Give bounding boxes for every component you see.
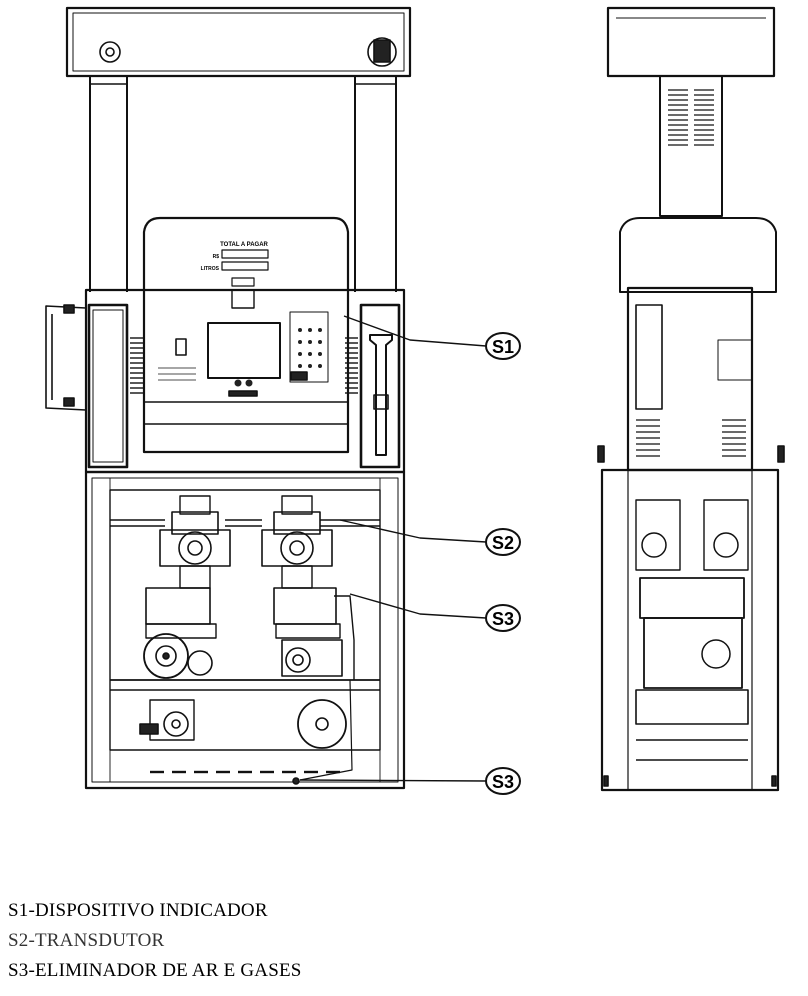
display-total-label: TOTAL A PAGAR bbox=[220, 242, 268, 248]
callout-s1-label: S1 bbox=[492, 337, 514, 357]
callout-s3-upper: S3 bbox=[485, 604, 521, 632]
legend-s3: S3-ELIMINADOR DE AR E GASES bbox=[8, 960, 302, 981]
side-view bbox=[597, 6, 785, 792]
callout-s2: S2 bbox=[485, 528, 521, 556]
display-currency-label: R$ bbox=[213, 254, 220, 260]
front-view bbox=[45, 6, 412, 790]
leader-lines bbox=[299, 315, 487, 782]
callout-s3-lower-label: S3 bbox=[492, 772, 514, 792]
legend-s1: S1-DISPOSITIVO INDICADOR bbox=[8, 900, 268, 921]
callout-s3-lower: S3 bbox=[485, 767, 521, 795]
display-volume-label: LITROS bbox=[201, 266, 220, 272]
callout-s1: S1 bbox=[485, 332, 521, 360]
callout-s2-label: S2 bbox=[492, 533, 514, 553]
legend-s2: S2-TRANSDUTOR bbox=[8, 930, 165, 951]
callout-s3-upper-label: S3 bbox=[492, 609, 514, 629]
